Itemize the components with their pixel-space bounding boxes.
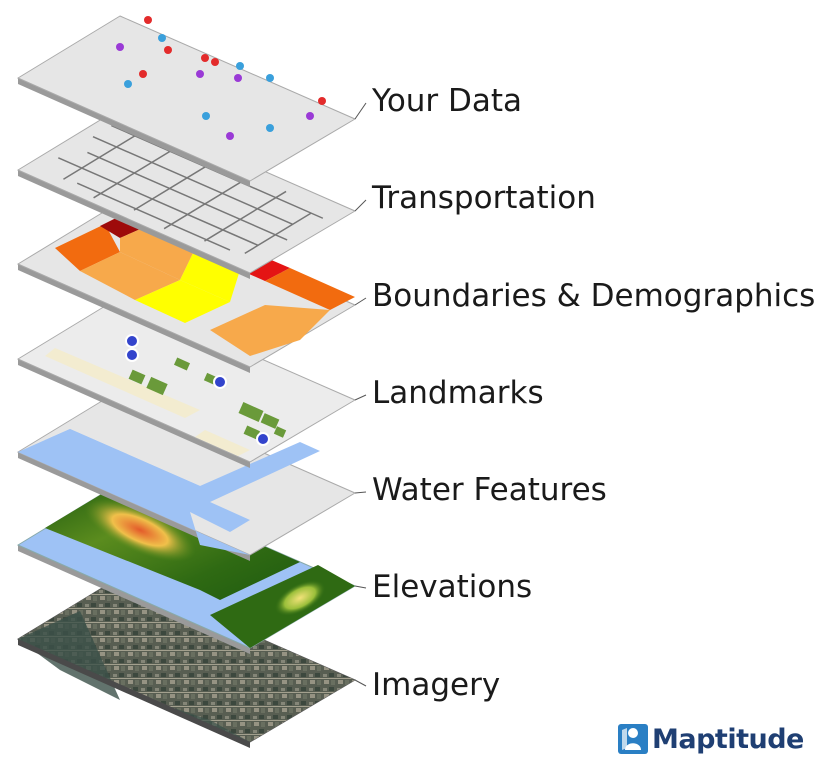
data-point [201, 54, 209, 62]
leader-lines [354, 102, 367, 687]
data-point [144, 16, 152, 24]
label-imagery: Imagery [372, 667, 501, 703]
layer-imagery [16, 576, 357, 748]
layer-elevations [16, 482, 357, 654]
data-point [234, 74, 242, 82]
label-your-data: Your Data [372, 83, 523, 119]
layer-landmarks [16, 296, 357, 468]
road-line [76, 182, 231, 251]
layer-water [16, 389, 357, 561]
map-person-icon [618, 724, 648, 754]
road-line [204, 190, 287, 242]
layer-your-data [16, 15, 357, 187]
data-point [318, 97, 326, 105]
data-point [266, 74, 274, 82]
road-line [63, 129, 146, 180]
label-boundaries-demographics: Boundaries & Demographics [372, 278, 816, 314]
brand-name: Maptitude [652, 723, 804, 755]
data-point [116, 43, 124, 51]
label-landmarks: Landmarks [372, 375, 544, 411]
layer-boundaries [16, 201, 357, 373]
label-transportation: Transportation [372, 180, 596, 216]
road-line [92, 136, 294, 225]
label-elevations: Elevations [372, 569, 533, 605]
data-point [158, 34, 166, 42]
data-point [306, 112, 314, 120]
brand-logo: Maptitude [618, 723, 804, 755]
data-point [139, 70, 147, 78]
road-line [133, 159, 216, 211]
data-point [236, 62, 244, 70]
data-point [211, 58, 219, 66]
data-point [226, 132, 234, 140]
road-line [244, 212, 312, 255]
road-line [87, 151, 288, 241]
data-point [202, 112, 210, 120]
data-point [266, 124, 274, 132]
data-point [124, 80, 132, 88]
label-water-features: Water Features [372, 472, 607, 508]
data-point [196, 70, 204, 78]
road-line [58, 157, 259, 247]
data-point [164, 46, 172, 54]
